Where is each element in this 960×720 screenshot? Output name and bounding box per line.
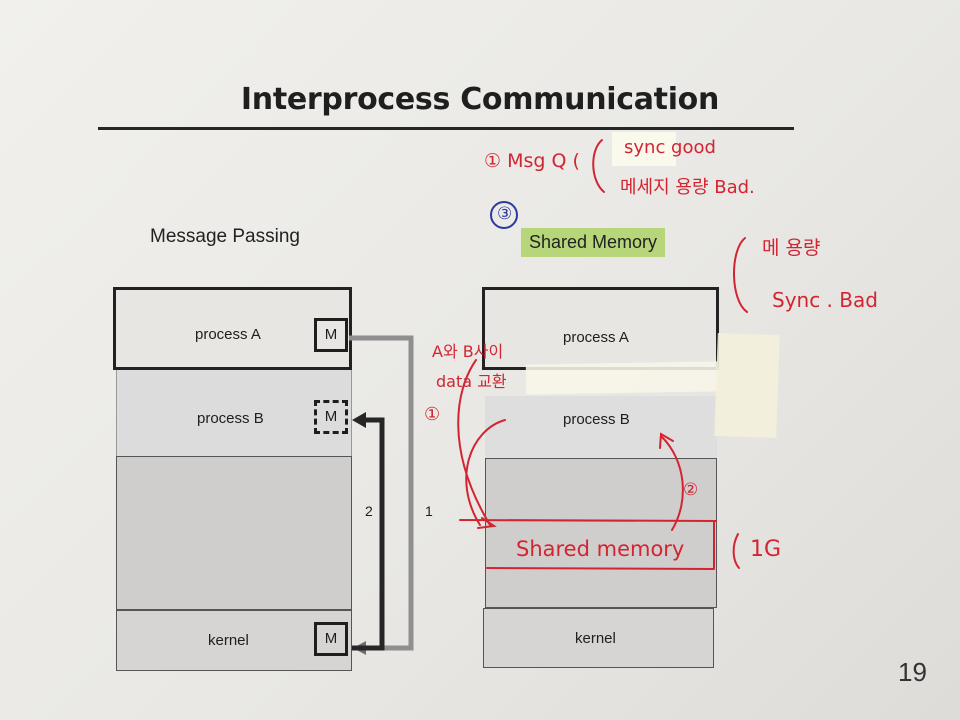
shared-memory-heading: Shared Memory	[521, 228, 666, 257]
arrow-1-path	[349, 335, 414, 651]
tape-sync	[612, 132, 676, 166]
note-size: 1G	[750, 537, 782, 562]
note-msgq: ① Msg Q (	[484, 150, 580, 172]
right-process-b-label: process B	[563, 411, 630, 428]
brace-left	[592, 139, 605, 193]
note-circle-1: ①	[424, 404, 441, 425]
message-arrows	[349, 335, 414, 655]
right-kernel-label: kernel	[575, 630, 616, 647]
right-process-b-box	[485, 396, 717, 458]
right-shared-region	[485, 458, 717, 608]
page-number: 19	[898, 657, 927, 687]
note-message-capacity: 메세지 용량 Bad.	[620, 177, 755, 198]
shared-line-bottom	[486, 567, 715, 570]
left-kernel-label: kernel	[208, 632, 249, 649]
left-process-a-message: M	[314, 318, 348, 352]
curve-arrow-b	[465, 419, 506, 526]
right-process-a-label: process A	[563, 329, 629, 346]
note-three: ③	[497, 204, 513, 224]
left-process-b-message: M	[314, 400, 348, 434]
shared-line-top	[459, 519, 717, 522]
message-passing-heading: Message Passing	[150, 226, 300, 247]
arrow-2-head	[352, 412, 366, 428]
left-process-b-label: process B	[197, 410, 264, 427]
note-between-ab: A와 B사이	[432, 342, 504, 361]
left-process-b-box	[116, 370, 352, 456]
arrow-label-1: 1	[425, 503, 433, 519]
note-data-exchange: data 교환	[436, 372, 507, 391]
blue-circle-mark	[490, 201, 518, 229]
slide-title: Interprocess Communication	[240, 82, 720, 117]
left-middle-region	[116, 456, 352, 610]
note-circle-2: ②	[683, 480, 699, 500]
curve-arrow-a	[457, 359, 491, 526]
left-kernel-box	[116, 610, 352, 671]
brace-right	[733, 237, 748, 313]
arrow-2-path	[352, 417, 385, 651]
size-brace	[732, 533, 740, 569]
arrow-label-2: 2	[365, 503, 373, 519]
note-shared-memory: Shared memory	[516, 537, 685, 561]
note-sync-good: sync good	[624, 137, 716, 158]
left-process-a-box	[113, 287, 352, 370]
right-kernel-box	[483, 608, 714, 668]
handwriting-strokes	[457, 139, 748, 570]
note-sync-bad: Sync . Bad	[772, 288, 878, 312]
curve-arrow-c	[661, 436, 684, 531]
note-capacity: 메 용량	[762, 237, 821, 259]
title-underline	[98, 127, 794, 130]
left-kernel-message: M	[314, 622, 348, 656]
curve-arrowhead-c	[659, 432, 674, 449]
left-process-a-label: process A	[195, 326, 261, 343]
